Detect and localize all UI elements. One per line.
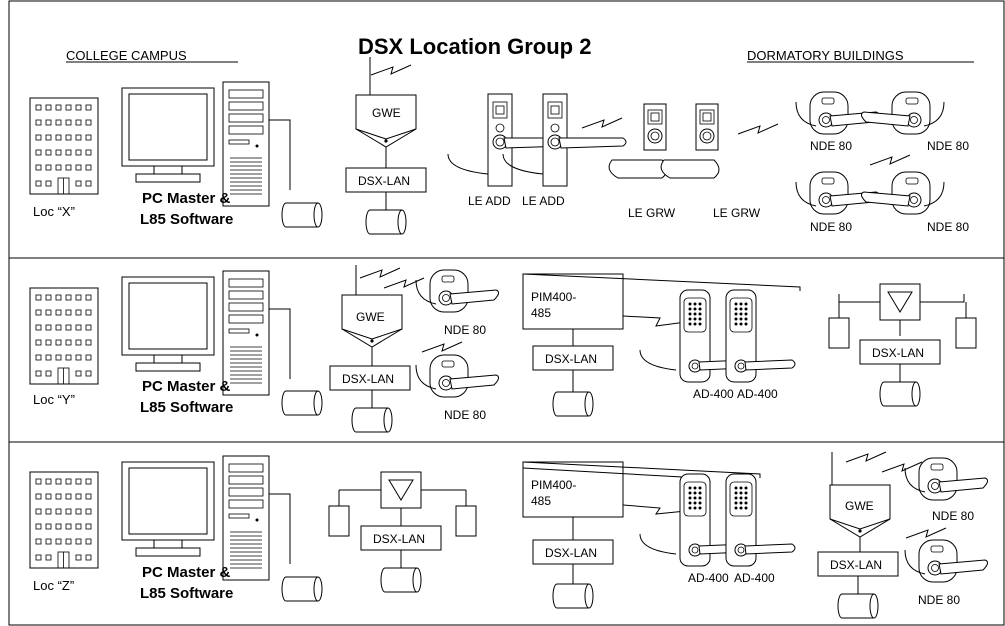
location-label: Loc “Y” [33,392,75,407]
pc-label-line-2: L85 Software [140,585,233,602]
node-box [828,317,850,349]
lock-le-grw-icon [660,103,720,179]
database-icon [380,567,422,593]
pc-label-line-1: PC Master & [142,190,231,207]
pc-label-line-2: L85 Software [140,399,233,416]
pc-label-line-1: PC Master & [142,378,231,395]
wireless-icon [370,64,412,76]
lock-label: LE ADD [468,194,511,208]
router-icon [879,283,921,321]
lock-label: AD-400 [688,571,729,585]
lan-box [817,551,899,577]
frame [8,0,1005,626]
lan-label: DSX-LAN [872,346,924,360]
location-label: Loc “X” [33,204,75,219]
database-icon [281,576,323,602]
lock-label: AD-400 [734,571,775,585]
lock-label: NDE 80 [927,220,969,234]
wireless-icon [421,341,463,353]
row-3: Loc “Z” PC Master & L85 Software DSX-LAN… [29,451,989,619]
pc-icon [121,455,291,581]
lan-box [532,539,614,565]
page-title: DSX Location Group 2 [358,34,591,59]
row-2: Loc “Y” PC Master & L85 Software GWE DSX… [29,265,977,433]
pim-label-line-2: 485 [531,306,551,320]
wireless-icon [383,277,425,289]
lan-label: DSX-LAN [358,174,410,188]
lan-label: DSX-LAN [373,532,425,546]
lan-box [360,525,442,551]
lock-ad-400-icon [725,473,796,567]
lan-label: DSX-LAN [830,558,882,572]
lan-box [329,365,411,391]
lock-ad-400-icon [725,289,796,383]
pc-icon [121,81,291,207]
building-icon [29,471,99,569]
gateway-label: GWE [845,499,874,513]
wireless-icon [905,527,947,539]
lock-label: AD-400 [737,387,778,401]
router-icon [380,471,422,509]
lan-label: DSX-LAN [545,352,597,366]
lock-nde-80-icon [415,354,500,398]
lock-nde-80-icon [904,539,989,583]
wireless-icon [737,123,779,135]
pim-label-line-2: 485 [531,494,551,508]
database-icon [281,390,323,416]
row-1: Loc “X” PC Master & L85 Software GWE DSX… [29,57,969,235]
pc-icon [121,270,291,396]
lan-box [345,167,427,193]
database-icon [879,381,921,407]
building-icon [29,97,99,195]
lock-label: NDE 80 [927,139,969,153]
pim-label-line-1: PIM400- [531,478,576,492]
node-box [955,317,977,349]
lan-label: DSX-LAN [545,546,597,560]
wireless-icon [881,461,923,473]
pc-label-line-1: PC Master & [142,564,231,581]
lock-nde-80-icon [415,269,500,313]
database-icon [552,583,594,609]
lock-nde-80-icon [860,171,945,215]
lan-box [532,345,614,371]
college-campus-header: COLLEGE CAMPUS [66,48,187,63]
gateway-icon [355,94,417,148]
lock-label: LE ADD [522,194,565,208]
lock-label: LE GRW [628,206,676,220]
building-icon [29,287,99,385]
database-icon [365,209,407,235]
database-icon [552,391,594,417]
lan-label: DSX-LAN [342,372,394,386]
pc-label-line-2: L85 Software [140,211,233,228]
location-label: Loc “Z” [33,578,74,593]
wireless-icon [869,154,911,166]
lock-label: LE GRW [713,206,761,220]
lock-label: NDE 80 [444,323,486,337]
database-icon [281,202,323,228]
lock-label: NDE 80 [932,509,974,523]
lock-nde-80-icon [860,91,945,135]
wireless-icon [359,267,401,279]
lock-label: AD-400 [693,387,734,401]
lock-label: NDE 80 [810,220,852,234]
pim-box [522,273,624,330]
gateway-label: GWE [372,106,401,120]
dormatory-header: DORMATORY BUILDINGS [747,48,904,63]
pim-label-line-1: PIM400- [531,290,576,304]
wireless-icon [845,451,887,463]
lock-label: NDE 80 [810,139,852,153]
lock-label: NDE 80 [444,408,486,422]
database-icon [351,407,393,433]
node-box [328,505,350,537]
database-icon [837,593,879,619]
wireless-icon [581,117,623,129]
lock-label: NDE 80 [918,593,960,607]
gateway-label: GWE [356,310,385,324]
node-box [455,505,477,537]
